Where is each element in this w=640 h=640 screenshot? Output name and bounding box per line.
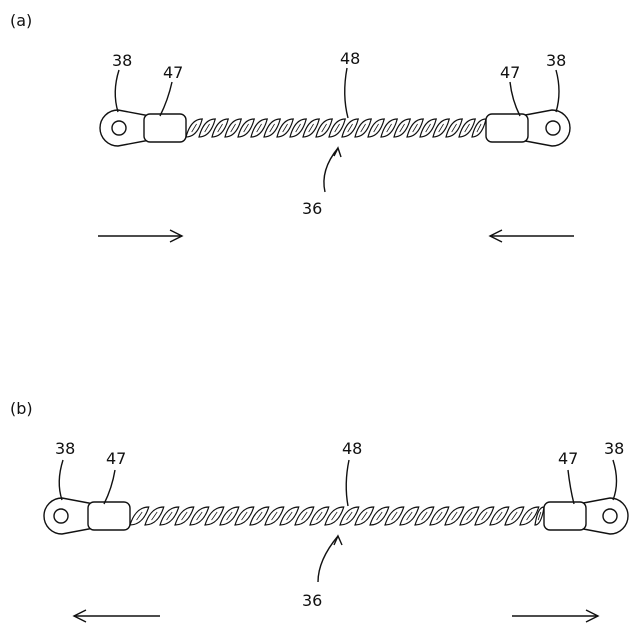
panel-b-label: (b) — [10, 399, 33, 418]
panel-a-leader-36-arrowhead — [334, 148, 341, 157]
panel-b-sleeve-right — [544, 502, 586, 530]
panel-a-sleeve-right — [486, 114, 528, 142]
panel-a-callout-48: 48 — [340, 49, 360, 68]
panel-a-twisted-wire — [186, 119, 486, 137]
panel-b-leader-47-left — [104, 470, 115, 504]
panel-b-callout-38-right: 38 — [604, 439, 624, 458]
panel-a-label: (a) — [10, 11, 32, 30]
panel-b-callout-47-right: 47 — [558, 449, 578, 468]
panel-a-force-arrow-left — [98, 230, 182, 242]
panel-b-callout-47-left: 47 — [106, 449, 126, 468]
panel-b-leader-38-right — [613, 460, 617, 500]
panel-b-callout-38-left: 38 — [55, 439, 75, 458]
panel-b-leader-38-left — [59, 460, 63, 500]
panel-b: (b) 38 47 48 47 38 36 — [10, 399, 628, 622]
panel-a-leader-47-left — [160, 82, 172, 116]
panel-b-twisted-wire — [130, 507, 544, 525]
panel-b-leader-47-right — [568, 470, 574, 504]
panel-b-leader-48 — [346, 460, 349, 506]
panel-b-eye-terminal-left — [44, 498, 94, 534]
panel-a-leader-36 — [324, 148, 338, 192]
panel-a: (a) 38 47 48 47 38 36 — [10, 11, 574, 242]
panel-a-leader-48 — [345, 68, 348, 118]
panel-a-callout-36: 36 — [302, 199, 322, 218]
panel-a-callout-47-right: 47 — [500, 63, 520, 82]
panel-b-callout-48: 48 — [342, 439, 362, 458]
panel-b-force-arrow-left — [74, 610, 160, 622]
panel-b-callout-36: 36 — [302, 591, 322, 610]
panel-a-sleeve-left — [144, 114, 186, 142]
panel-a-callout-47-left: 47 — [163, 63, 183, 82]
panel-a-leader-47-right — [510, 82, 520, 116]
panel-a-callout-38-left: 38 — [112, 51, 132, 70]
panel-a-leader-38-right — [556, 70, 559, 112]
panel-b-force-arrow-right — [512, 610, 598, 622]
panel-a-callout-38-right: 38 — [546, 51, 566, 70]
panel-b-sleeve-left — [88, 502, 130, 530]
panel-a-eye-terminal-left — [100, 110, 150, 146]
panel-a-leader-38-left — [115, 70, 119, 112]
panel-a-force-arrow-right — [490, 230, 574, 242]
